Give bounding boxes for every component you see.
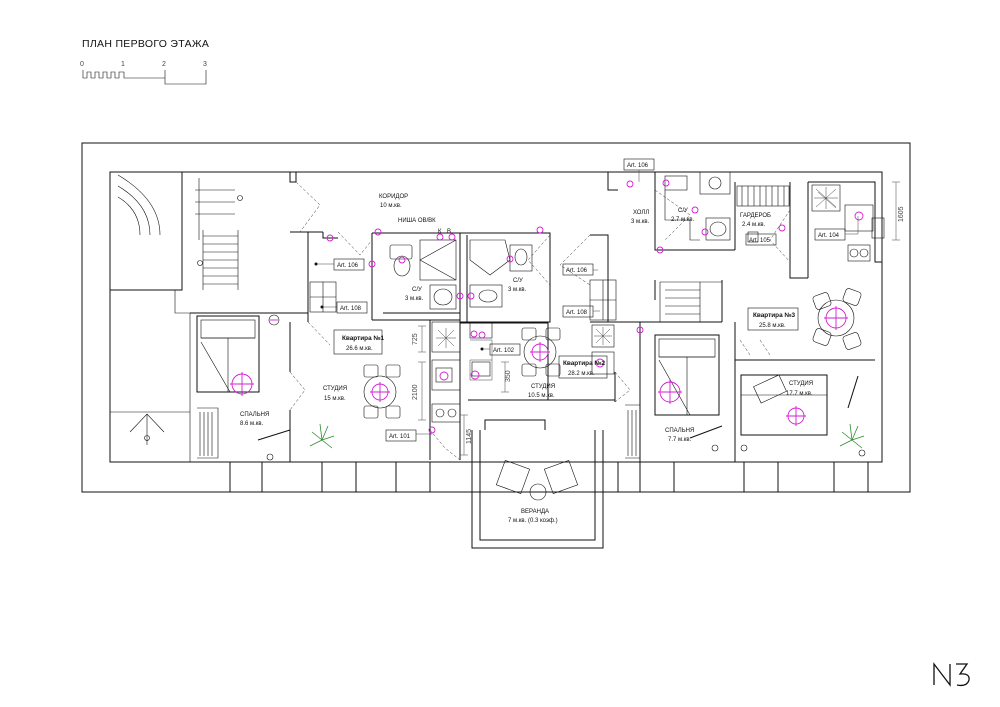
veranda-name: ВЕРАНДА bbox=[521, 509, 549, 515]
building-outline bbox=[81, 142, 911, 493]
tag-art102: Art. 102 bbox=[493, 348, 515, 354]
tag-art108-b: Art. 108 bbox=[566, 310, 588, 316]
room-labels: КОРИДОР 10 м.кв. НИША ОВ/ВК К В С/У 3 м.… bbox=[240, 194, 813, 524]
staircase-right bbox=[625, 281, 722, 459]
wc1-fixtures bbox=[368, 228, 464, 310]
wc3-area: 2.7 м.кв. bbox=[671, 217, 695, 223]
logo-mark bbox=[933, 662, 970, 687]
kv-k: К bbox=[438, 229, 442, 235]
dimension-lines: 725 2100 1145 350 1605 bbox=[412, 181, 905, 456]
bedroom2-name: СПАЛЬНЯ bbox=[665, 428, 694, 434]
wc2-area: 3 м.кв. bbox=[508, 287, 527, 293]
fixture-points bbox=[326, 206, 699, 434]
scale-bar: 0 1 2 3 bbox=[80, 61, 207, 85]
kitchen-apt1 bbox=[431, 321, 461, 423]
tag-art106-c: Art. 106 bbox=[627, 163, 649, 169]
hall-area: 3 м.кв. bbox=[631, 219, 650, 225]
scale-tick-3: 3 bbox=[203, 61, 207, 68]
corridor-area: 10 м.кв. bbox=[380, 203, 402, 209]
windows-bottom bbox=[229, 462, 869, 492]
niche-name: НИША ОВ/ВК bbox=[398, 218, 436, 224]
studio1-area: 15 м.кв. bbox=[324, 396, 346, 402]
apt3-area: 25.8 м.кв. bbox=[759, 323, 786, 329]
scale-tick-0: 0 bbox=[80, 61, 84, 68]
bedroom1-area: 8.6 м.кв. bbox=[240, 421, 264, 427]
studio1-furniture bbox=[309, 364, 401, 449]
tag-art106-b: Art. 106 bbox=[566, 268, 588, 274]
wardrobe-name: ГАРДЕРОБ bbox=[740, 213, 771, 219]
veranda-area: 7 м.кв. (0.3 коэф.) bbox=[508, 518, 558, 524]
bedroom1-name: СПАЛЬНЯ bbox=[240, 412, 269, 418]
dim-725: 725 bbox=[412, 333, 419, 345]
apt3-name: Квартира №3 bbox=[753, 312, 796, 319]
tag-art106-a: Art. 106 bbox=[337, 263, 359, 269]
apt2-area: 28.2 м.кв. bbox=[568, 371, 595, 377]
interior-walls bbox=[190, 171, 882, 462]
veranda bbox=[471, 419, 604, 549]
storage-units bbox=[309, 279, 644, 375]
art-tags: Art. 106 Art. 108 Art. 106 Art. 108 Art.… bbox=[314, 158, 859, 442]
wc2-fixtures bbox=[467, 226, 544, 308]
wc2-name: С/У bbox=[513, 278, 523, 284]
dim-350: 350 bbox=[505, 370, 512, 382]
wc1-name: С/У bbox=[412, 287, 422, 293]
wc1-area: 3 м.кв. bbox=[405, 296, 424, 302]
scale-tick-2: 2 bbox=[162, 61, 166, 68]
studio2-area: 10.5 м.кв. bbox=[528, 393, 555, 399]
tag-art108-a: Art. 108 bbox=[340, 306, 362, 312]
tag-art101: Art. 101 bbox=[389, 434, 411, 440]
dim-1605: 1605 bbox=[898, 206, 905, 222]
scale-tick-1: 1 bbox=[121, 61, 125, 68]
tag-art104: Art. 104 bbox=[818, 233, 840, 239]
staircase-left bbox=[110, 171, 243, 462]
bedroom1-furniture bbox=[196, 314, 291, 461]
wardrobe-fixtures bbox=[736, 185, 790, 243]
studio2-furniture bbox=[521, 327, 561, 377]
wc3-name: С/У bbox=[678, 208, 688, 214]
studio3-area: 17.7 м.кв. bbox=[786, 391, 813, 397]
apartment-labels: Квартира №1 26.6 м.кв. Квартира №2 28.2 … bbox=[333, 307, 799, 379]
wc3-fixtures bbox=[626, 171, 731, 241]
door-swings bbox=[289, 181, 791, 461]
plan-title: ПЛАН ПЕРВОГО ЭТАЖА bbox=[82, 38, 210, 50]
studio2-name: СТУДИЯ bbox=[531, 384, 555, 390]
tag-art105: Art. 105 bbox=[749, 238, 771, 244]
kv-v: В bbox=[447, 229, 451, 235]
dim-2100: 2100 bbox=[412, 384, 419, 400]
kitchen-apt3 bbox=[811, 184, 885, 262]
apt2-name: Квартира №2 bbox=[563, 360, 606, 367]
apt1-area: 26.6 м.кв. bbox=[346, 346, 373, 352]
bedroom2-furniture bbox=[654, 334, 723, 452]
wardrobe-area: 2.4 м.кв. bbox=[742, 222, 766, 228]
bedroom2-area: 7.7 м.кв. bbox=[668, 437, 692, 443]
dim-1145: 1145 bbox=[466, 429, 473, 444]
hall-name: ХОЛЛ bbox=[633, 210, 649, 216]
apt1-name: Квартира №1 bbox=[342, 335, 385, 342]
kitchen-apt2 bbox=[469, 321, 493, 381]
studio3-furniture bbox=[740, 191, 866, 457]
studio3-name: СТУДИЯ bbox=[789, 381, 813, 387]
studio1-name: СТУДИЯ bbox=[323, 386, 347, 392]
corridor-name: КОРИДОР bbox=[379, 194, 408, 200]
